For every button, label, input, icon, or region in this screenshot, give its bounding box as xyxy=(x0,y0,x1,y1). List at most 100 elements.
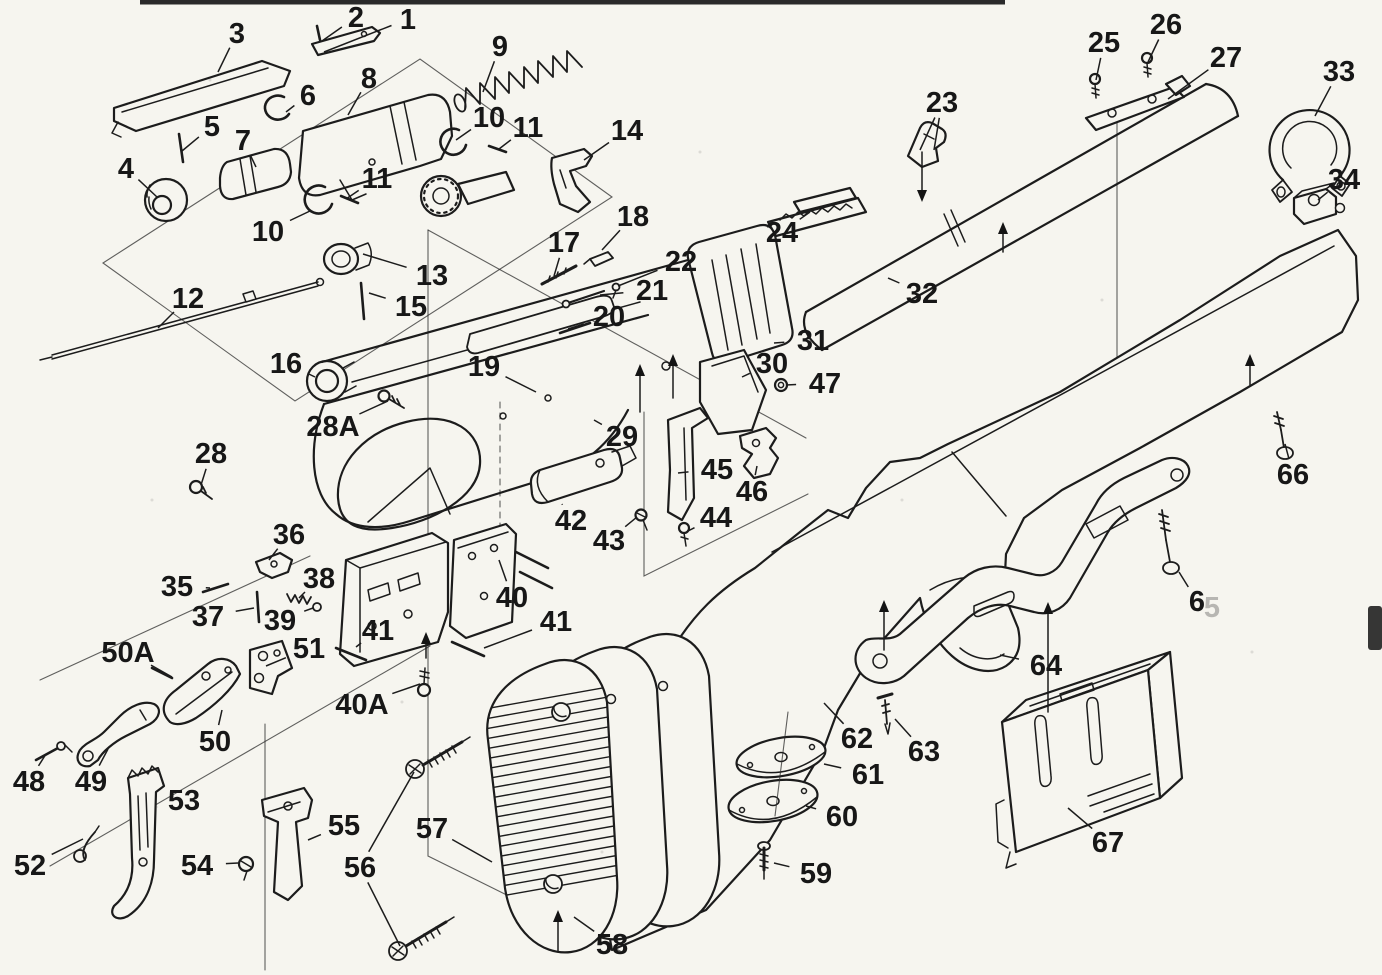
part-59-screw xyxy=(757,841,771,880)
leader-line xyxy=(741,372,751,378)
part-6-extractor-clip xyxy=(263,94,291,121)
part-number-text: 57 xyxy=(416,813,448,845)
rear-plate-hole-top xyxy=(657,680,669,692)
part-label-8: 8 xyxy=(347,63,377,116)
leader-line xyxy=(919,117,936,151)
part-38-spring xyxy=(286,593,312,605)
part-number-text: 59 xyxy=(800,858,832,890)
part-14-extractor-claw xyxy=(550,147,594,214)
part-number-text: 20 xyxy=(593,301,625,333)
part-label-16: 16 xyxy=(270,348,316,380)
part-28a-screw xyxy=(377,389,405,409)
part-31-knurled-collar xyxy=(686,223,794,365)
part-label-6: 6 xyxy=(1178,571,1205,618)
part-label-63: 63 xyxy=(894,718,940,768)
part-number-text: 58 xyxy=(596,929,628,961)
leader-line xyxy=(1095,57,1102,81)
part-label-62: 62 xyxy=(823,702,873,755)
part-label-30: 30 xyxy=(741,348,788,380)
part-47-nut xyxy=(773,377,789,393)
part-49-sear-lever xyxy=(76,701,160,768)
part-number-text: 31 xyxy=(797,325,829,357)
part-40a-screw xyxy=(416,667,432,698)
part-label-24: 24 xyxy=(766,211,811,249)
part-number-text: 3 xyxy=(229,18,245,50)
leader-line xyxy=(362,253,407,269)
part-label-66: 66 xyxy=(1277,443,1309,491)
leader-line xyxy=(303,607,314,612)
leader-line xyxy=(367,882,401,947)
part-number-text: 7 xyxy=(235,125,251,157)
part-number-text: 26 xyxy=(1150,9,1182,41)
part-35-pin xyxy=(201,582,230,594)
part-45-sear-bar xyxy=(666,406,710,522)
part-number-text: 16 xyxy=(270,348,302,380)
part-label-48: 48 xyxy=(13,753,47,798)
part-18-plunger xyxy=(583,251,614,267)
buttplate-assembly xyxy=(388,632,827,961)
leader-line xyxy=(1284,443,1290,459)
part-label-40: 40 xyxy=(496,559,528,614)
part-number-text: 25 xyxy=(1088,27,1120,59)
leader-line xyxy=(355,642,362,648)
part-label-33: 33 xyxy=(1314,56,1355,117)
part-number-text: 15 xyxy=(395,291,427,323)
leader-line xyxy=(307,372,316,378)
part-7-striker-sleeve xyxy=(218,147,293,201)
leader-line xyxy=(573,916,595,933)
leader-line xyxy=(599,291,624,296)
trigger-assembly xyxy=(34,522,554,920)
leader-line xyxy=(181,136,200,152)
leader-line xyxy=(235,607,255,612)
part-label-36: 36 xyxy=(268,519,305,561)
leader-line xyxy=(617,269,658,287)
part-label-38: 38 xyxy=(298,563,335,599)
leader-line xyxy=(1178,571,1189,588)
part-52-spring-wire xyxy=(73,825,100,863)
part-number-text: 49 xyxy=(75,766,107,798)
part-label-28A: 28A xyxy=(306,400,389,443)
part-label-35: 35 xyxy=(161,571,211,603)
part-50a-pin xyxy=(150,666,174,680)
part-label-49: 49 xyxy=(75,748,109,798)
part-number-text: 30 xyxy=(756,348,788,380)
part-number-text: 48 xyxy=(13,766,45,798)
leader-line xyxy=(894,718,912,738)
part-44-screw xyxy=(677,521,691,547)
part-27-rear-sight-base xyxy=(1084,74,1192,132)
part-label-43: 43 xyxy=(593,516,638,557)
part-label-2: 2 xyxy=(321,2,364,42)
part-43-screw xyxy=(634,508,648,531)
leader-line xyxy=(498,559,508,582)
part-number-text: 33 xyxy=(1323,56,1355,88)
part-label-5: 5 xyxy=(1204,592,1220,624)
part-40a-sideplate xyxy=(448,522,518,640)
leader-line xyxy=(687,527,695,532)
part-10-ring-lower xyxy=(303,184,334,215)
part-number-text: 2 xyxy=(348,2,364,34)
leader-line xyxy=(805,805,817,810)
part-label-60: 60 xyxy=(805,801,858,833)
leader-line xyxy=(451,838,493,863)
leader-line xyxy=(933,117,941,151)
part-number-text: 40 xyxy=(496,582,528,614)
scan-edge-top xyxy=(140,0,1005,5)
part-label-20: 20 xyxy=(567,301,625,333)
part-label-11: 11 xyxy=(345,163,392,200)
part-9-firing-pin-spring xyxy=(453,50,583,113)
part-16-muzzle-ring xyxy=(305,359,357,403)
part-label-1: 1 xyxy=(323,4,416,53)
part-3-bolt-cover xyxy=(111,59,292,138)
part-67-magazine-box xyxy=(995,650,1184,869)
leader-line xyxy=(624,516,638,528)
part-label-54: 54 xyxy=(181,850,239,882)
part-number-text: 13 xyxy=(416,260,448,292)
leader-line xyxy=(677,471,689,474)
part-label-56: 56 xyxy=(344,771,415,947)
part-24-sight-ramp xyxy=(766,186,868,238)
part-number-text: 46 xyxy=(736,476,768,508)
leader-line xyxy=(799,211,811,220)
part-number-text: 60 xyxy=(826,801,858,833)
part-label-21: 21 xyxy=(599,275,668,307)
